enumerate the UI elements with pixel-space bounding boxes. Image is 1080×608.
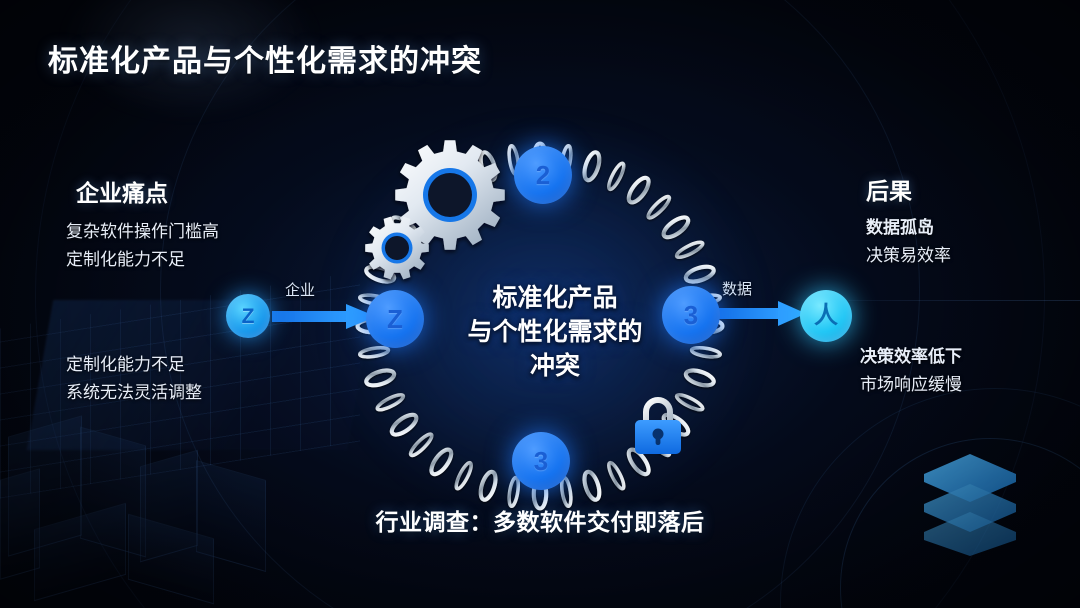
- right-section-heading: 后果: [866, 178, 912, 204]
- chain-node-top-glyph: 2: [535, 160, 551, 190]
- left-point-2: 定制化能力不足: [66, 250, 185, 269]
- right-point-3: 决策效率低下: [860, 347, 962, 366]
- flow-arrow-right: [718, 301, 806, 326]
- chain-node-bottom-glyph: 3: [533, 446, 549, 476]
- right-point-4: 市场响应缓慢: [860, 375, 962, 394]
- left-pain-points-bottom: 定制化能力不足 系统无法灵活调整: [66, 351, 202, 407]
- right-point-2: 决策易效率: [866, 246, 951, 265]
- right-point-1: 数据孤岛: [866, 218, 934, 237]
- center-line-1: 标准化产品: [492, 284, 618, 312]
- start-node-glyph: Z: [241, 304, 255, 328]
- person-node-icon: 人: [800, 290, 852, 342]
- flow-arrow-left: [272, 304, 376, 329]
- left-section-heading: 企业痛点: [76, 180, 168, 206]
- left-pain-points-top: 复杂软件操作门槛高 定制化能力不足: [66, 218, 219, 274]
- chain-node-bottom: 3: [512, 432, 570, 490]
- right-consequences-top: 数据孤岛 决策易效率: [866, 214, 951, 270]
- chain-node-right: 3: [662, 286, 720, 344]
- survey-caption: 行业调查：多数软件交付即落后: [375, 509, 705, 535]
- gears-icon: [365, 140, 505, 280]
- page-title: 标准化产品与个性化需求的冲突: [48, 45, 482, 78]
- left-point-3: 定制化能力不足: [66, 355, 185, 374]
- lock-icon: [635, 397, 681, 454]
- flow-label-left: 企业: [285, 282, 316, 299]
- chain-node-left-glyph: Z: [387, 304, 403, 334]
- person-node-glyph: 人: [814, 302, 838, 329]
- chain-node-right-glyph: 3: [683, 300, 699, 330]
- center-line-2: 与个性化需求的: [467, 318, 643, 346]
- left-point-4: 系统无法灵活调整: [66, 383, 202, 402]
- center-conflict-text: 标准化产品 与个性化需求的 冲突: [450, 281, 660, 383]
- chain-node-left: Z: [366, 290, 424, 348]
- left-point-1: 复杂软件操作门槛高: [66, 222, 219, 241]
- decor-ring-corner-large: [780, 388, 1080, 608]
- right-consequences-bottom: 决策效率低下 市场响应缓慢: [860, 343, 962, 399]
- start-node-icon: Z: [226, 294, 270, 338]
- center-line-3: 冲突: [529, 352, 580, 380]
- flow-label-right: 数据: [722, 281, 753, 298]
